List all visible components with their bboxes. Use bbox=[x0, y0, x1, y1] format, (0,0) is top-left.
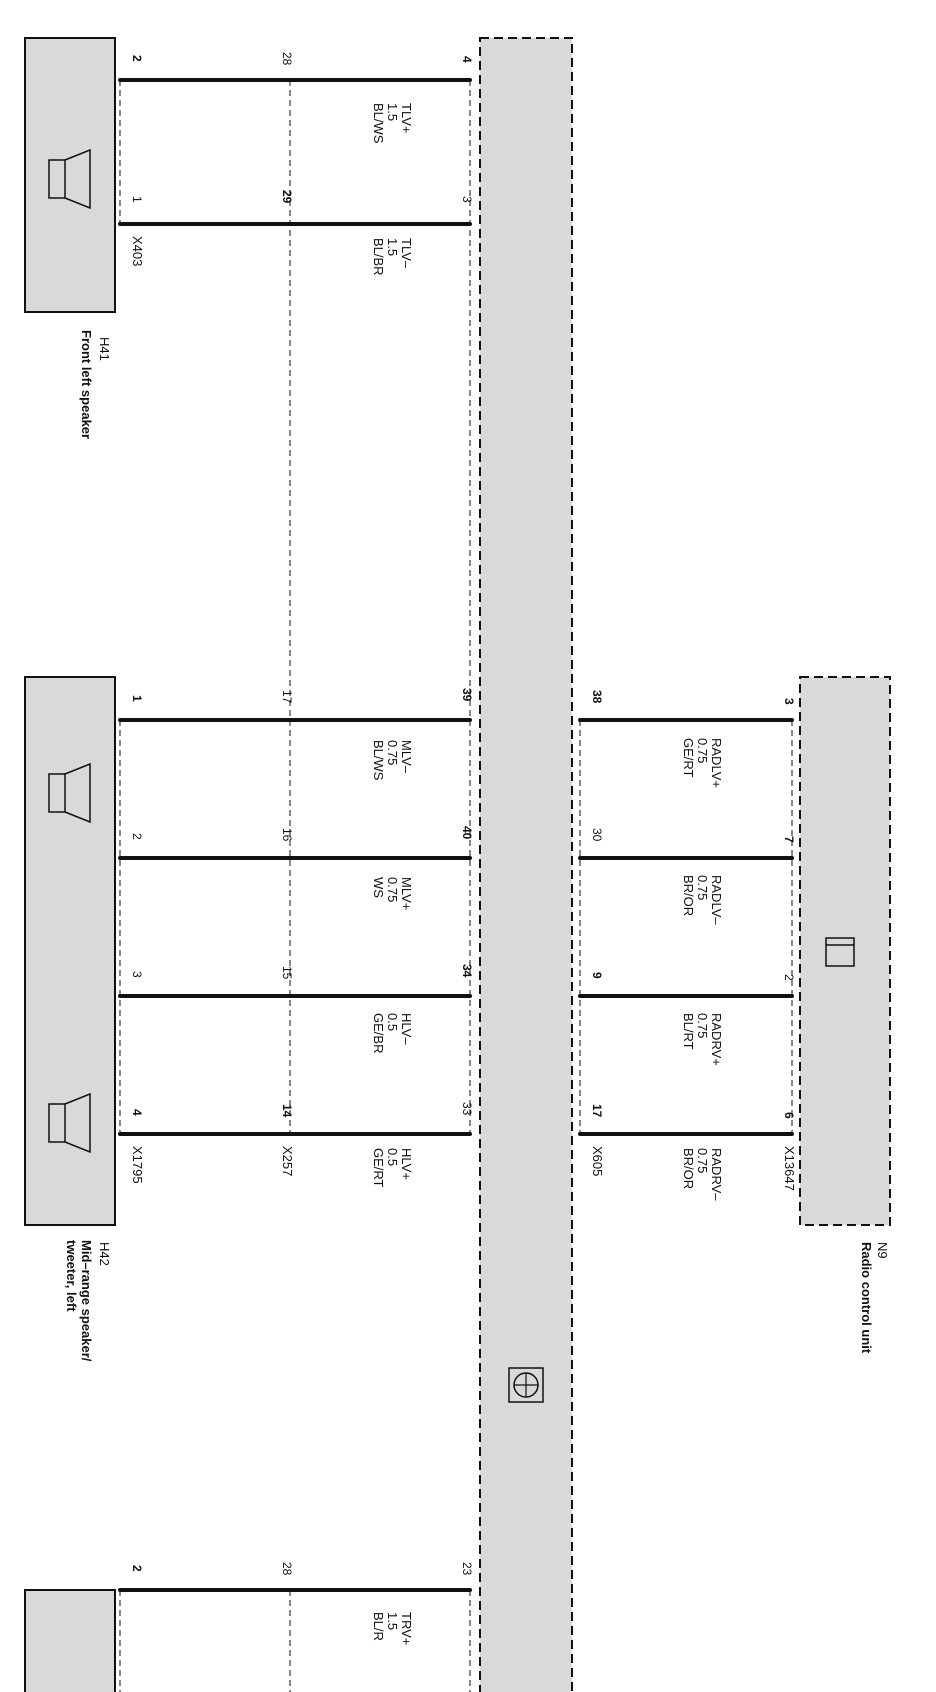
h42-id: H42 bbox=[97, 1242, 112, 1266]
svg-text:0.75: 0.75 bbox=[695, 1148, 710, 1173]
svg-text:RADRV+: RADRV+ bbox=[709, 1013, 724, 1066]
svg-text:TLV–: TLV– bbox=[399, 238, 414, 269]
speaker-icon bbox=[48, 148, 91, 210]
svg-text:BL/BR: BL/BR bbox=[371, 238, 386, 276]
svg-text:MLV+: MLV+ bbox=[399, 877, 414, 910]
n9-id: N9 bbox=[875, 1242, 890, 1259]
pin-label: 17 bbox=[590, 1104, 604, 1118]
svg-text:0.5: 0.5 bbox=[385, 1013, 400, 1031]
speaker-h42-box bbox=[24, 676, 116, 1226]
pin-label: 6 bbox=[782, 1112, 796, 1119]
wire-label-hlv-minus: HLV– 0.5 GE/BR bbox=[371, 1013, 414, 1053]
radio-unit-n9-box bbox=[799, 676, 891, 1226]
pin-label: 7 bbox=[782, 836, 796, 843]
svg-text:MLV–: MLV– bbox=[399, 740, 414, 774]
wire-label-trv-plus: TRV+ 1.5 BL/R bbox=[371, 1612, 414, 1645]
svg-text:BL/RT: BL/RT bbox=[681, 1013, 696, 1050]
wire-label-hlv-plus: HLV+ 0.5 GE/RT bbox=[371, 1148, 414, 1188]
svg-text:GE/RT: GE/RT bbox=[371, 1148, 386, 1188]
pin-label: 29 bbox=[280, 190, 294, 204]
pin-label: 14 bbox=[280, 1104, 294, 1118]
svg-text:1.5: 1.5 bbox=[385, 103, 400, 121]
radio-unit-icon bbox=[825, 937, 855, 967]
wire-label-tlv-plus: TLV+ 1.5 BL/WS bbox=[371, 103, 414, 144]
pin-label: 34 bbox=[460, 964, 474, 978]
wire-label-radrv-minus: RADRV– 0.75 BR/OR bbox=[681, 1148, 724, 1201]
pin-label: 33 bbox=[460, 1102, 474, 1116]
pin-label: 2 bbox=[130, 1565, 144, 1572]
pin-label: 40 bbox=[460, 826, 474, 840]
pin-label: 1 bbox=[130, 196, 144, 203]
wire-label-mlv-plus: MLV+ 0.75 WS bbox=[371, 877, 414, 910]
pin-label: 2 bbox=[130, 833, 144, 840]
svg-text:BL/R: BL/R bbox=[371, 1612, 386, 1641]
svg-text:0.75: 0.75 bbox=[385, 877, 400, 902]
connector-id: X1795 bbox=[130, 1146, 145, 1184]
svg-text:HLV–: HLV– bbox=[399, 1013, 414, 1045]
h42-name-line2: tweeter, left bbox=[64, 1240, 79, 1312]
wire-label-radlv-plus: RADLV+ 0.75 GE/RT bbox=[681, 738, 724, 788]
svg-text:0.75: 0.75 bbox=[695, 1013, 710, 1038]
svg-text:WS: WS bbox=[371, 877, 386, 898]
pin-label: 15 bbox=[280, 966, 294, 980]
wire-label-radrv-plus: RADRV+ 0.75 BL/RT bbox=[681, 1013, 724, 1066]
speaker-icon bbox=[48, 762, 91, 824]
svg-text:GE/RT: GE/RT bbox=[681, 738, 696, 778]
pin-label: 30 bbox=[590, 828, 604, 842]
svg-text:BR/OR: BR/OR bbox=[681, 875, 696, 916]
connector-id: X257 bbox=[280, 1146, 295, 1176]
pin-label: 28 bbox=[280, 52, 294, 66]
svg-text:1.5: 1.5 bbox=[385, 238, 400, 256]
speaker-h41-box bbox=[24, 37, 116, 313]
pin-label: 16 bbox=[280, 828, 294, 842]
h41-id: H41 bbox=[97, 337, 112, 361]
central-module bbox=[479, 37, 573, 1692]
wire-label-tlv-minus: TLV– 1.5 BL/BR bbox=[371, 238, 414, 276]
svg-text:RADLV–: RADLV– bbox=[709, 875, 724, 925]
svg-text:RADRV–: RADRV– bbox=[709, 1148, 724, 1201]
svg-text:0.75: 0.75 bbox=[695, 875, 710, 900]
pin-label: 17 bbox=[280, 690, 294, 704]
module-logo-icon bbox=[508, 1367, 544, 1403]
connector-id: X403 bbox=[130, 236, 145, 266]
pin-label: 1 bbox=[130, 695, 144, 702]
connector-id: X605 bbox=[590, 1146, 605, 1176]
speaker-icon bbox=[48, 1092, 91, 1154]
connector-id: X13647 bbox=[782, 1146, 797, 1191]
pin-label: 39 bbox=[460, 688, 474, 702]
pin-label: 23 bbox=[460, 1562, 474, 1576]
pin-label: 4 bbox=[130, 1109, 144, 1116]
pin-label: 3 bbox=[130, 971, 144, 978]
svg-text:RADLV+: RADLV+ bbox=[709, 738, 724, 788]
svg-text:1.5: 1.5 bbox=[385, 1612, 400, 1630]
pin-label: 3 bbox=[782, 698, 796, 705]
h42-name-line1: Mid–range speaker/ bbox=[79, 1240, 94, 1362]
svg-text:BL/WS: BL/WS bbox=[371, 103, 386, 144]
svg-text:0.75: 0.75 bbox=[385, 740, 400, 765]
pin-label: 4 bbox=[460, 56, 474, 63]
wire-label-radlv-minus: RADLV– 0.75 BR/OR bbox=[681, 875, 724, 925]
svg-text:HLV+: HLV+ bbox=[399, 1148, 414, 1180]
pin-label: 2 bbox=[130, 55, 144, 62]
pin-label: 28 bbox=[280, 1562, 294, 1576]
svg-text:TLV+: TLV+ bbox=[399, 103, 414, 133]
speaker-right-box bbox=[24, 1589, 116, 1692]
svg-text:BL/WS: BL/WS bbox=[371, 740, 386, 781]
pin-label: 9 bbox=[590, 972, 604, 979]
svg-text:0.75: 0.75 bbox=[695, 738, 710, 763]
pin-label: 38 bbox=[590, 690, 604, 704]
svg-text:TRV+: TRV+ bbox=[399, 1612, 414, 1645]
pin-label: 2 bbox=[782, 974, 796, 981]
n9-name: Radio control unit bbox=[859, 1242, 874, 1354]
svg-text:0.5: 0.5 bbox=[385, 1148, 400, 1166]
wire-label-mlv-minus: MLV– 0.75 BL/WS bbox=[371, 740, 414, 781]
svg-text:BR/OR: BR/OR bbox=[681, 1148, 696, 1189]
h41-name: Front left speaker bbox=[79, 330, 94, 439]
svg-text:GE/BR: GE/BR bbox=[371, 1013, 386, 1053]
pin-label: 3 bbox=[460, 196, 474, 203]
